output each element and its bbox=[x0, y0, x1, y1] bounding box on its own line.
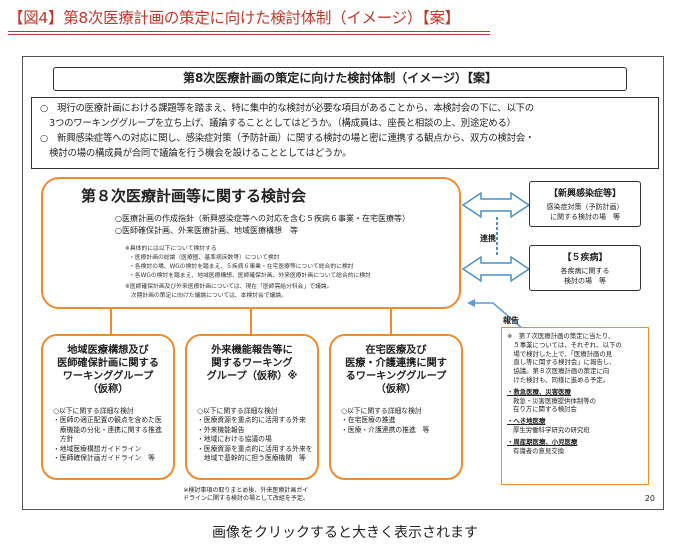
wg-title: 外来機能報告等に 関するワーキング グループ（仮称）※ bbox=[187, 344, 317, 383]
wg-title: 在宅医療及び 医療・介護連携に関す るワーキンググループ （仮称） bbox=[331, 344, 461, 396]
wg-title-line: 外来機能報告等に bbox=[211, 345, 293, 356]
footnote-line: ※検討事項の取りまとめ後、外来医療計画ガイ bbox=[183, 487, 309, 494]
wg-item: 方針 bbox=[53, 435, 74, 444]
wg-item: ○以下に関する詳細な検討 bbox=[341, 407, 422, 415]
side-box-title: 【新興感染症等】 bbox=[548, 189, 621, 199]
note-line: 直し等に関する検討会」に報告し、 bbox=[507, 358, 616, 367]
title-underline bbox=[8, 31, 490, 32]
slide-header: 第8次医療計画の策定に向けた検討体制（イメージ）【案】 bbox=[53, 67, 627, 91]
footnote: ※検討事項の取りまとめ後、外来医療計画ガイ ドラインに関する検討の場として改組を… bbox=[183, 487, 309, 503]
wg-item: ・医師確保計画ガイドライン 等 bbox=[53, 454, 155, 463]
main-line: ○医療計画の作成指針（新興感染症等への対応を含む５疾病６事業・在宅医療等） bbox=[115, 214, 410, 223]
note-item-head: ・周産期医療、小児医療 bbox=[507, 437, 578, 446]
note-line: 協議。第８次医療計画の策定に向 bbox=[507, 367, 610, 376]
wg-items: ○以下に関する詳細な検討 ・在宅医療の推進 ・医療・介護連携の推進 等 bbox=[341, 407, 429, 435]
wg-title-line: るワーキンググループ bbox=[345, 371, 447, 382]
wg-regional-box: 地域医療構想及び 医師確保計画に関する ワーキンググループ （仮称） ○以下に関… bbox=[41, 334, 175, 480]
note-item-head: ・救急医療、災害医療 bbox=[507, 387, 571, 396]
wg-item: ・医師の適正配置の観点を含めた医 bbox=[53, 416, 162, 425]
wg-item: ・外来機能報告 bbox=[197, 425, 245, 434]
intro-line: ○ 現行の医療計画における課題等を踏まえ、特に集中的な検討が必要な項目があること… bbox=[40, 103, 534, 114]
wg-item: ・医療・介護連携の推進 等 bbox=[341, 425, 430, 434]
intro-line: 3つのワーキンググループを立ち上げ、議論することとしてはどうか。（構成員は、座長… bbox=[40, 118, 516, 129]
main-line: ○医師確保計画、外来医療計画、地域医療構想 等 bbox=[115, 226, 298, 235]
footnote-line: ドラインに関する検討の場として改組を予定。 bbox=[183, 495, 309, 502]
houkoku-label: 報告 bbox=[503, 316, 519, 325]
report-note-box: ※ 第７次医療計画の策定に当たり、 ５事業については、それぞれ、以下の 場で検討… bbox=[501, 327, 649, 485]
wg-title-line: グループ（仮称）※ bbox=[206, 371, 298, 382]
wg-title-line: 医師確保計画に関する bbox=[57, 358, 159, 369]
wg-title-line: 医療・介護連携に関す bbox=[345, 358, 447, 369]
side-box-desc-line: 検討の場 等 bbox=[564, 277, 606, 285]
wg-item: ・在宅医療の推進 bbox=[341, 416, 396, 425]
note-line: ５事業については、それぞれ、以下の bbox=[507, 340, 622, 349]
slide-image[interactable]: 第8次医療計画の策定に向けた検討体制（イメージ）【案】 ○ 現行の医療計画におけ… bbox=[22, 56, 664, 510]
wg-title: 地域医療構想及び 医師確保計画に関する ワーキンググループ （仮称） bbox=[43, 344, 173, 396]
wg-item: 地域で基幹的に担う医療機関 等 bbox=[197, 454, 306, 463]
enlarge-caption-link[interactable]: 画像をクリックすると大きく表示されます bbox=[212, 525, 478, 541]
side-box-desc-line: 感染症対策（予防計画） bbox=[546, 203, 624, 211]
intro-box: ○ 現行の医療計画における課題等を踏まえ、特に集中的な検討が必要な項目があること… bbox=[31, 97, 659, 169]
main-committee-title: 第８次医療計画等に関する検討会 bbox=[81, 187, 307, 205]
note-line: 場で検討した上で、「医療計画の見 bbox=[507, 349, 613, 358]
wg-item: ・医療資源を重点的に活用する外来を bbox=[197, 444, 313, 453]
main-detail: ・医療計画の総論（医療圏、基準病床数等）について検討 bbox=[129, 255, 280, 261]
note-item-head: ・へき地医療 bbox=[507, 417, 546, 426]
wg-item: ○以下に関する詳細な検討 bbox=[53, 407, 134, 415]
wg-outpatient-box: 外来機能報告等に 関するワーキング グループ（仮称）※ ○以下に関する詳細な検討… bbox=[185, 334, 319, 480]
main-detail: 次期計画の策定に向けた議論については、本検討会で議論。 bbox=[125, 293, 288, 299]
title-underline-second bbox=[8, 34, 490, 35]
wg-title-line: ワーキンググループ bbox=[62, 371, 154, 382]
note-line: ※ 第７次医療計画の策定に当たり、 bbox=[507, 332, 615, 340]
page-number: 20 bbox=[644, 494, 655, 503]
note-item-sub: 有識者の意見交換 bbox=[513, 446, 565, 455]
wg-item: ・医療資源を重点的に活用する外来 bbox=[197, 416, 306, 425]
note-item-sub: 在り方に関する検討会 bbox=[513, 405, 577, 414]
wg-item: ・地域における協議の場 bbox=[197, 435, 272, 444]
side-box-desc-line: に関する検討の場 等 bbox=[550, 213, 620, 221]
figure-title: 【図4】第8次医療計画の策定に向けた検討体制（イメージ）【案】 bbox=[8, 9, 460, 27]
wg-item: ・地域医療構想ガイドライン bbox=[53, 444, 142, 453]
renkei-label: 連携 bbox=[480, 234, 496, 243]
main-committee-box: 第８次医療計画等に関する検討会 ○医療計画の作成指針（新興感染症等への対応を含む… bbox=[41, 177, 461, 309]
wg-item: 療機能の分化・連携に関する推進 bbox=[53, 425, 162, 434]
wg-items: ○以下に関する詳細な検討 ・医師の適正配置の観点を含めた医 療機能の分化・連携に… bbox=[53, 407, 162, 463]
wg-home-care-box: 在宅医療及び 医療・介護連携に関す るワーキンググループ （仮称） ○以下に関す… bbox=[329, 334, 463, 480]
main-detail: ・各検討の場、WGの検討を踏まえ、５疾病６事業・在宅医療等について総合的に検討 bbox=[129, 264, 354, 270]
side-box-desc-line: 各疾病に関する bbox=[560, 267, 610, 275]
side-box-desc: 各疾病に関する 検討の場 等 bbox=[530, 266, 640, 286]
side-box-diseases: 【５疾病】 各疾病に関する 検討の場 等 bbox=[529, 245, 641, 291]
main-detail: ※医師確保計画及び外来医療計画については、現在「医師需給分科会」で議論。 bbox=[125, 284, 333, 290]
wg-title-line: 地域医療構想及び bbox=[67, 345, 149, 356]
wg-title-line: 在宅医療及び bbox=[365, 345, 427, 356]
intro-line: 検討の場の構成員が合同で議論を行う機会を設けることとしてはどうか。 bbox=[40, 148, 352, 159]
side-box-infection: 【新興感染症等】 感染症対策（予防計画） に関する検討の場 等 bbox=[529, 181, 641, 227]
intro-line: ○ 新興感染症等への対応に関し、感染症対策（予防計画）に関する検討の場と密に連携… bbox=[40, 133, 535, 144]
note-item-sub: 救急・災害医療提供体制等の bbox=[513, 396, 597, 405]
main-detail: ※具体的には以下について検討する bbox=[125, 246, 217, 252]
wg-title-line: （仮称） bbox=[87, 384, 129, 395]
main-detail: ・各WGの検討を踏まえ、地域医療構想、医師確保計画、外来医療計画について総合的に… bbox=[129, 273, 371, 279]
wg-title-line: （仮称） bbox=[375, 384, 417, 395]
note-line: けた検討も、同様に進める予定。 bbox=[507, 375, 610, 384]
wg-item: ○以下に関する詳細な検討 bbox=[197, 407, 278, 415]
wg-items: ○以下に関する詳細な検討 ・医療資源を重点的に活用する外来 ・外来機能報告 ・地… bbox=[197, 407, 313, 463]
note-item-sub: 厚生労働科学研究の研究班 bbox=[513, 425, 590, 434]
side-box-title: 【５疾病】 bbox=[562, 253, 608, 263]
wg-title-line: 関するワーキング bbox=[211, 358, 293, 369]
side-box-desc: 感染症対策（予防計画） に関する検討の場 等 bbox=[530, 202, 640, 222]
